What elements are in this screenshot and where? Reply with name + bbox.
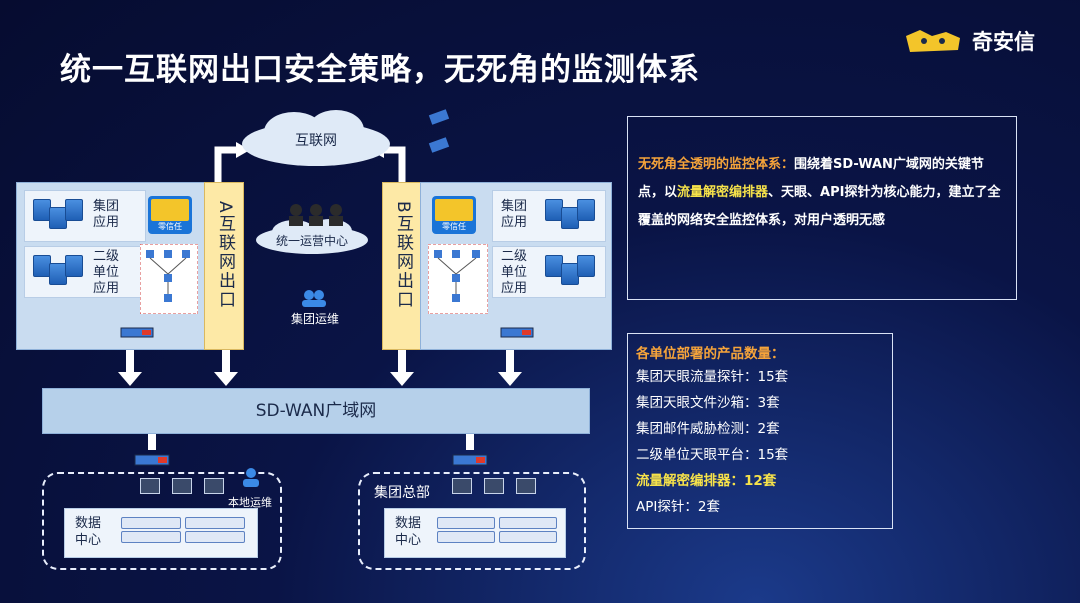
right-topology-icon bbox=[428, 244, 488, 314]
workstation-icon bbox=[140, 478, 160, 494]
wireless-device-icon bbox=[428, 109, 450, 153]
brand-logo: 奇安信 bbox=[902, 26, 1035, 56]
products-list: 集团天眼流量探针：15套 集团天眼文件沙箱：3套 集团邮件威胁检测：2套 二级单… bbox=[636, 364, 788, 520]
product-item: API探针：2套 bbox=[636, 499, 720, 515]
b-exit-bar: B互联网出口 bbox=[382, 182, 422, 350]
left-zero-trust-label: 零信任 bbox=[158, 222, 182, 231]
right-sub-app-box: 二级 单位 应用 bbox=[492, 246, 606, 298]
left-datacenter-box: 数据 中心 bbox=[64, 508, 258, 558]
left-topology-icon bbox=[140, 244, 198, 314]
left-site-container bbox=[42, 472, 282, 570]
left-group-app-box: 集团 应用 bbox=[24, 190, 146, 242]
left-sub-app-label: 二级 单位 应用 bbox=[93, 249, 120, 296]
mascot-icon bbox=[906, 30, 960, 52]
products-heading: 各单位部署的产品数量： bbox=[636, 346, 785, 362]
right-site-firewall-icon bbox=[452, 454, 488, 466]
page-title: 统一互联网出口安全策略，无死角的监测体系 bbox=[60, 52, 700, 88]
workstation-icon bbox=[452, 478, 472, 494]
info-panel: 无死角全透明的监控体系：围绕着SD-WAN广域网的关键节点，以流量解密编排器、天… bbox=[627, 116, 1017, 300]
internet-cloud bbox=[242, 110, 390, 166]
info-text-2: 、天眼、API探针为核心能力，建立了全覆盖的网络安全监控体系，对用户透明无感 bbox=[638, 185, 1001, 228]
left-sub-app-box: 二级 单位 应用 bbox=[24, 246, 146, 298]
right-datacenter-label: 数据 中心 bbox=[395, 516, 422, 548]
workstation-icon bbox=[484, 478, 504, 494]
brand-name: 奇安信 bbox=[972, 30, 1035, 54]
sd-wan-bar: SD-WAN广域网 bbox=[42, 388, 590, 434]
right-sub-app-label: 二级 单位 应用 bbox=[501, 249, 528, 296]
workstation-icon bbox=[516, 478, 536, 494]
b-exit-label: B互联网出口 bbox=[393, 201, 413, 310]
left-firewall-icon bbox=[120, 327, 154, 338]
group-ops-icon bbox=[302, 290, 326, 307]
local-ops-label: 本地运维 bbox=[228, 496, 272, 509]
product-item: 集团天眼文件沙箱：3套 bbox=[636, 395, 780, 411]
right-site-container bbox=[358, 472, 586, 570]
left-group-app-label: 集团 应用 bbox=[93, 199, 120, 230]
left-site-firewall-icon bbox=[134, 454, 170, 466]
right-group-app-box: 集团 应用 bbox=[492, 190, 606, 242]
ops-center-label: 统一运营中心 bbox=[275, 234, 348, 248]
a-exit-bar: A互联网出口 bbox=[204, 182, 244, 350]
left-datacenter-label: 数据 中心 bbox=[75, 516, 102, 548]
people-icon bbox=[289, 204, 343, 226]
right-datacenter-box: 数据 中心 bbox=[384, 508, 566, 558]
right-firewall-icon bbox=[500, 327, 534, 338]
product-item: 集团天眼流量探针：15套 bbox=[636, 369, 789, 385]
workstation-icon bbox=[172, 478, 192, 494]
right-zero-trust-label: 零信任 bbox=[442, 222, 466, 231]
right-zero-trust-badge: 零信任 bbox=[432, 196, 476, 234]
product-item: 集团邮件威胁检测：2套 bbox=[636, 421, 780, 437]
info-highlight: 无死角全透明的监控体系： bbox=[638, 157, 795, 172]
group-ops-label: 集团运维 bbox=[290, 312, 339, 326]
product-item: 二级单位天眼平台：15套 bbox=[636, 447, 789, 463]
info-panel-text: 无死角全透明的监控体系：围绕着SD-WAN广域网的关键节点，以流量解密编排器、天… bbox=[638, 151, 1006, 235]
products-panel: 各单位部署的产品数量： 集团天眼流量探针：15套 集团天眼文件沙箱：3套 集团邮… bbox=[627, 333, 893, 529]
info-text-1: 围绕着SD-WAN广域网的关键节点，以 bbox=[638, 157, 984, 200]
hq-label: 集团总部 bbox=[374, 485, 430, 501]
right-group-app-label: 集团 应用 bbox=[501, 199, 528, 230]
workstation-icon bbox=[204, 478, 224, 494]
left-zero-trust-badge: 零信任 bbox=[148, 196, 192, 234]
local-ops-icon bbox=[243, 468, 259, 487]
internet-label: 互联网 bbox=[295, 133, 337, 149]
a-exit-label: A互联网出口 bbox=[215, 201, 235, 310]
info-highlight-2: 流量解密编排器 bbox=[677, 185, 769, 200]
product-item-highlight: 流量解密编排器：12套 bbox=[636, 473, 777, 489]
